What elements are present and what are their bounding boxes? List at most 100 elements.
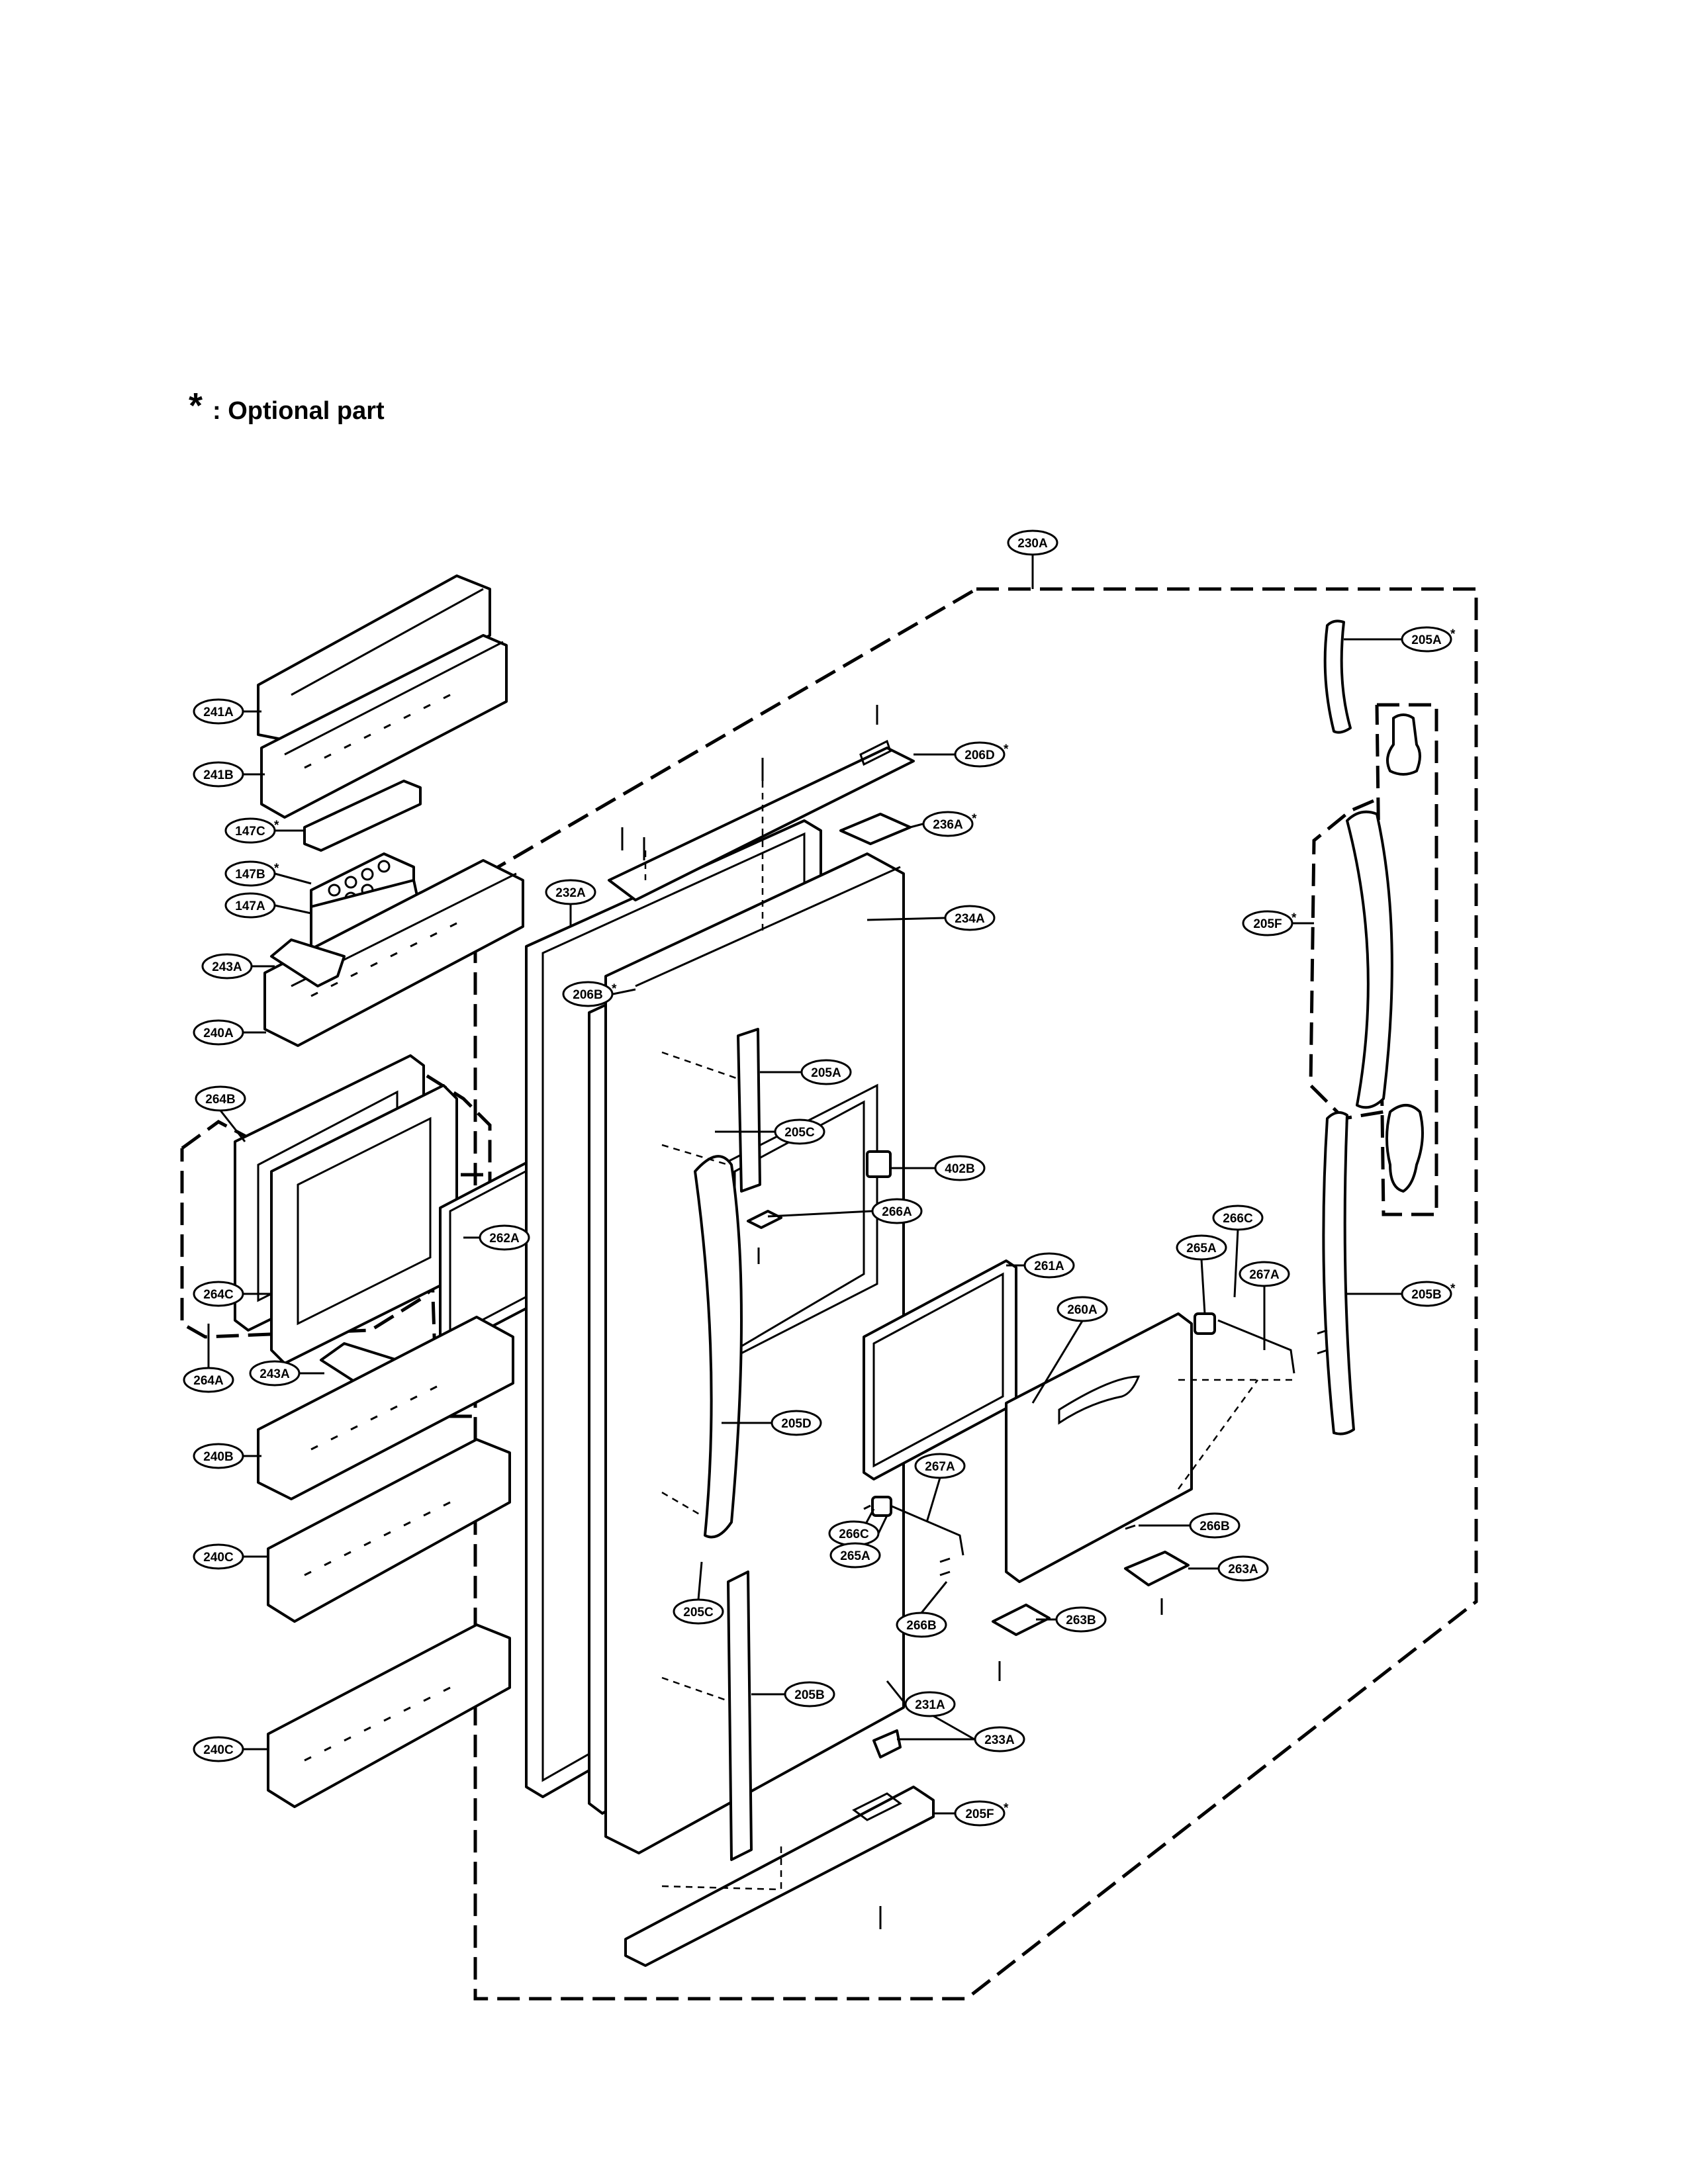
callout-label: 231A bbox=[915, 1698, 945, 1712]
callout-bubble bbox=[224, 892, 276, 919]
callout-402B: 402B bbox=[934, 1155, 986, 1181]
callout-label: 230A bbox=[1017, 537, 1048, 551]
bracket-265A-mid bbox=[871, 1496, 892, 1517]
callout-label: 262A bbox=[489, 1232, 520, 1246]
bracket-265A-right bbox=[1194, 1312, 1216, 1335]
callout-bubble bbox=[1055, 1606, 1107, 1633]
callout-bubble bbox=[249, 1360, 301, 1387]
leader-line-233A bbox=[929, 1713, 975, 1741]
optional-asterisk: * bbox=[1004, 1801, 1009, 1815]
callout-bubble bbox=[1242, 910, 1293, 936]
callout-label: 205A bbox=[1411, 633, 1442, 647]
callout-label: 264A bbox=[193, 1374, 224, 1388]
callout-263A: 263A bbox=[1217, 1555, 1269, 1582]
basket-frame-264C bbox=[270, 1084, 458, 1365]
callout-bubble bbox=[1401, 626, 1452, 653]
callout-240C-bottom: 240C bbox=[193, 1736, 244, 1762]
callout-label: 264C bbox=[203, 1288, 234, 1302]
callout-266C-mid: 266C bbox=[828, 1520, 880, 1547]
callout-bubble bbox=[224, 817, 276, 844]
handle-trim-205A-mid bbox=[737, 1028, 761, 1193]
callout-bubble bbox=[829, 1542, 881, 1569]
leader-line-264B bbox=[219, 1110, 246, 1142]
callout-bubble bbox=[193, 698, 244, 725]
callout-205F-bottom: 205F* bbox=[954, 1800, 1009, 1827]
callout-bubble bbox=[871, 1198, 923, 1224]
callout-label: 267A bbox=[925, 1460, 955, 1474]
callout-231A: 231A bbox=[904, 1691, 956, 1717]
callout-261A: 261A bbox=[1023, 1252, 1075, 1279]
callout-label: 147C bbox=[235, 825, 265, 839]
callout-266C-right: 266C bbox=[1212, 1205, 1264, 1231]
callout-label: 267A bbox=[1249, 1268, 1280, 1282]
callout-243A-top: 243A bbox=[201, 953, 253, 979]
callout-bubble bbox=[771, 1410, 822, 1436]
callout-label: 261A bbox=[1034, 1259, 1064, 1273]
callout-label: 234A bbox=[955, 912, 985, 926]
callout-260A: 260A bbox=[1056, 1296, 1108, 1322]
door-bin-240B bbox=[257, 1316, 514, 1500]
callout-bubble bbox=[193, 1543, 244, 1570]
leader-line-266B-mid bbox=[920, 1581, 948, 1614]
callout-206B: 206B* bbox=[562, 981, 617, 1007]
callout-bubble bbox=[1176, 1234, 1227, 1261]
callout-bubble bbox=[800, 1059, 852, 1085]
callout-bubble bbox=[1212, 1205, 1264, 1231]
callout-label: 232A bbox=[555, 886, 586, 900]
callout-leaders bbox=[207, 555, 1401, 1815]
handle-trim-205A-top bbox=[1323, 619, 1352, 734]
callout-265A-mid: 265A bbox=[829, 1542, 881, 1569]
callout-206D: 206D* bbox=[954, 741, 1009, 768]
callout-bubble bbox=[562, 981, 614, 1007]
callout-label: 266A bbox=[882, 1205, 912, 1219]
callout-bubble bbox=[201, 953, 253, 979]
handle-trim-205B-mid bbox=[727, 1570, 753, 1861]
handle-205F-right bbox=[1346, 810, 1393, 1109]
callout-label: 264B bbox=[205, 1093, 235, 1107]
optional-asterisk: * bbox=[972, 812, 977, 826]
callout-bubble bbox=[774, 1118, 825, 1145]
assembly-lines bbox=[644, 781, 1294, 1891]
callout-label: 402B bbox=[945, 1162, 974, 1176]
leader-line-205C-bottom bbox=[697, 1561, 703, 1600]
callout-266B-mid: 266B bbox=[896, 1612, 947, 1638]
callout-267A-right: 267A bbox=[1239, 1261, 1290, 1287]
leader-line-231A bbox=[886, 1680, 907, 1705]
callout-label: 263A bbox=[1228, 1563, 1258, 1576]
callout-label: 241A bbox=[203, 705, 234, 719]
callout-233A: 233A bbox=[974, 1726, 1025, 1752]
leader-line-147A bbox=[274, 904, 312, 915]
door-handle-205D bbox=[694, 1155, 743, 1539]
callout-label: 265A bbox=[840, 1549, 870, 1563]
handle-end-cap-bottom bbox=[1385, 1104, 1424, 1193]
handle-trim-205B-right bbox=[1322, 1111, 1355, 1435]
callout-bubble bbox=[183, 1367, 234, 1393]
callout-label: 240A bbox=[203, 1026, 234, 1040]
callout-240A: 240A bbox=[193, 1019, 244, 1046]
optional-asterisk: * bbox=[1450, 1282, 1456, 1296]
hinge-bracket-263A bbox=[1124, 1551, 1190, 1586]
callout-147B: 147B* bbox=[224, 860, 279, 887]
callout-264C: 264C bbox=[193, 1281, 244, 1307]
callout-label: 205F bbox=[1253, 917, 1282, 931]
spring-arm-267A-mid bbox=[890, 1504, 964, 1556]
leader-line-266A bbox=[767, 1210, 872, 1218]
leader-line-267A-mid bbox=[925, 1477, 941, 1523]
leader-line-147B bbox=[274, 872, 312, 885]
callout-bubble bbox=[1401, 1281, 1452, 1307]
legend-asterisk: * bbox=[189, 386, 203, 426]
callout-bubble bbox=[193, 1281, 244, 1307]
callout-243A-bottom: 243A bbox=[249, 1360, 301, 1387]
callout-bubble bbox=[784, 1681, 835, 1707]
callout-bubble bbox=[1023, 1252, 1075, 1279]
callout-bubble bbox=[195, 1085, 246, 1112]
callout-label: 243A bbox=[212, 960, 242, 974]
callout-240B: 240B bbox=[193, 1443, 244, 1469]
hinge-bracket-263B bbox=[992, 1604, 1051, 1636]
callout-bubble bbox=[193, 1736, 244, 1762]
callout-label: 240C bbox=[203, 1551, 234, 1565]
leader-line-266C-right bbox=[1233, 1229, 1239, 1298]
callout-263B: 263B bbox=[1055, 1606, 1107, 1633]
leader-line-234A bbox=[867, 917, 945, 921]
screws bbox=[621, 705, 1328, 1929]
